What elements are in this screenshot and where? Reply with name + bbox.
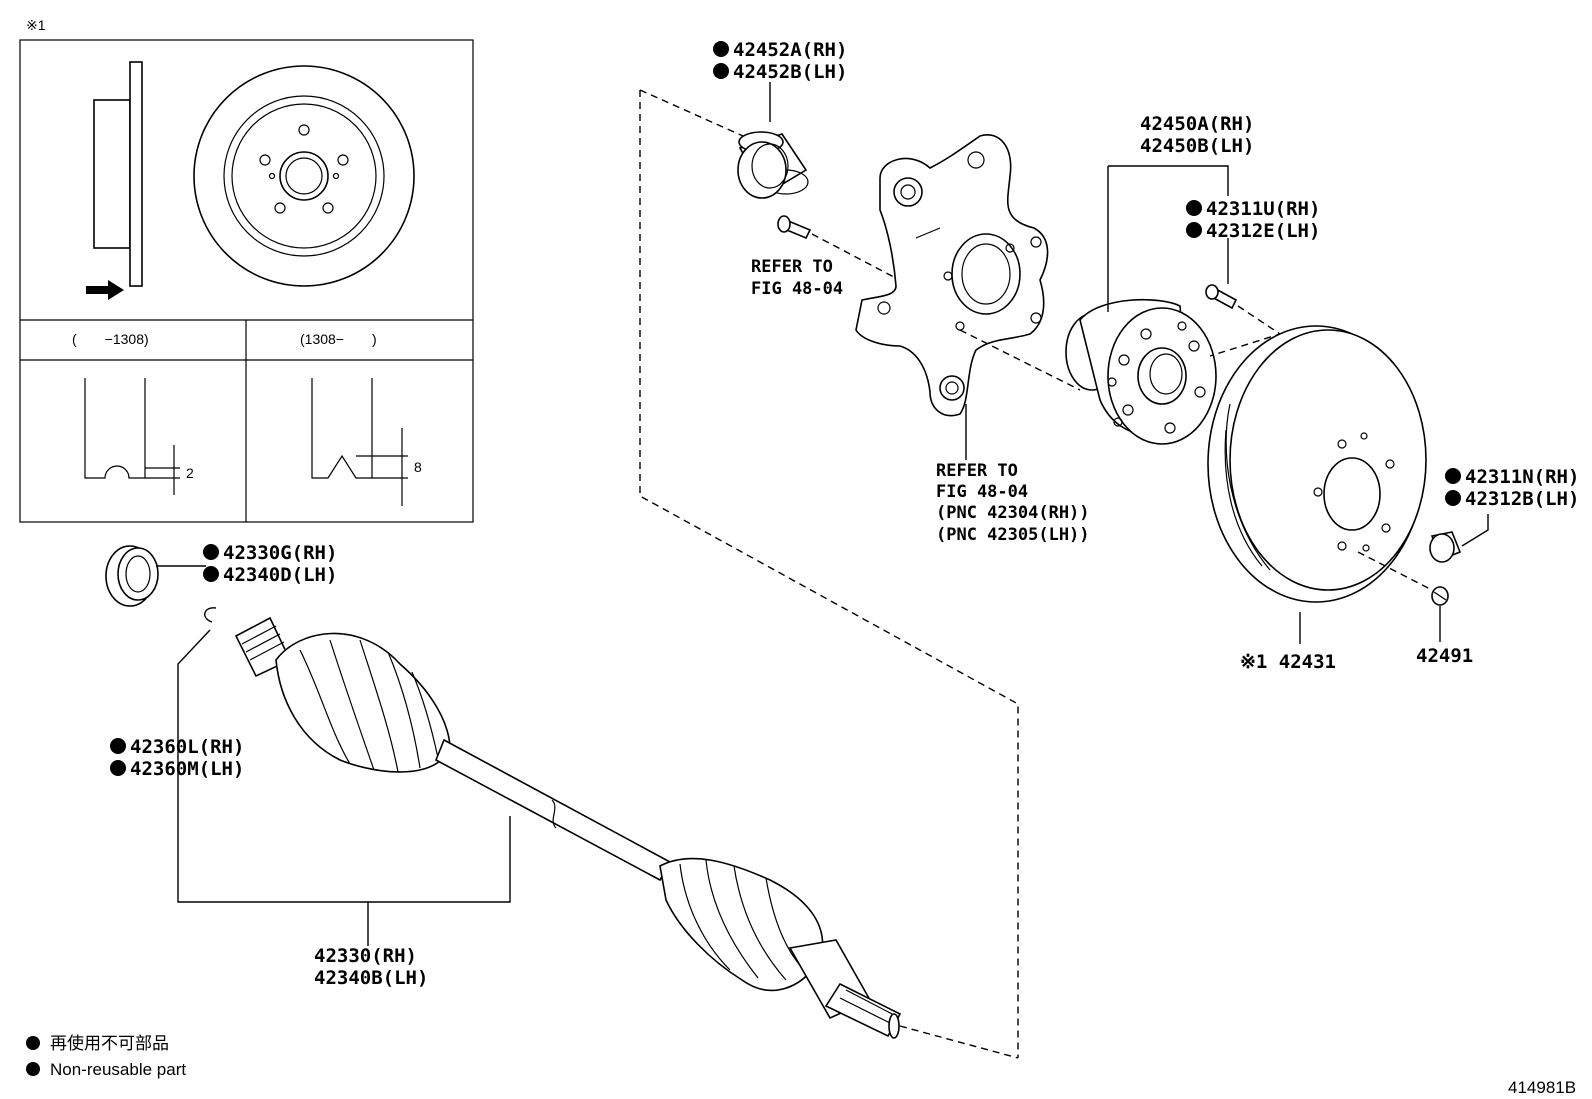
label-42340b-lh: 42340B(LH)	[314, 967, 428, 989]
legend-en: Non-reusable part	[50, 1060, 186, 1079]
label-42452-lh: 42452B(LH)	[733, 61, 847, 83]
inset-dim-right: 8	[414, 459, 422, 475]
inset-range-right: (1308− )	[300, 331, 377, 347]
refer-knuckle-line3: (PNC 42304(RH))	[936, 503, 1090, 523]
label-42340d-lh: 42340D(LH)	[223, 564, 337, 586]
inset-range-left: ( −1308)	[72, 331, 149, 347]
snap-ring	[204, 607, 217, 623]
label-42311u-rh: 42311U(RH)	[1206, 198, 1320, 220]
label-42312e-lh: 42312E(LH)	[1206, 220, 1320, 242]
hub-bearing	[1065, 298, 1217, 445]
label-42311n-rh: 42311N(RH)	[1465, 466, 1579, 488]
legend-dot-icon	[26, 1036, 40, 1050]
assembly-boundary	[639, 90, 1019, 1058]
label-42450-lh: 42450B(LH)	[1140, 135, 1254, 157]
inset-marker: ※1	[26, 17, 46, 33]
hub-bolt	[1205, 284, 1238, 310]
legend-dot-icon	[26, 1062, 40, 1076]
inner-race-ring	[105, 545, 159, 607]
label-42330g-rh: 42330G(RH)	[223, 542, 337, 564]
label-42450-rh: 42450A(RH)	[1140, 113, 1254, 135]
dust-deflector	[737, 131, 809, 199]
refer-knuckle-line4: (PNC 42305(LH))	[936, 525, 1090, 545]
steering-knuckle	[855, 134, 1049, 417]
figure-id: 414981B	[1508, 1078, 1576, 1097]
rotor-side-view	[86, 61, 143, 300]
refer-bolt	[777, 215, 812, 240]
label-42491: 42491	[1416, 645, 1473, 667]
refer-knuckle-line1: REFER TO	[936, 461, 1018, 481]
inset-detail-left: 2	[84, 378, 194, 495]
label-42360l-rh: 42360L(RH)	[130, 736, 244, 758]
refer-knuckle-line2: FIG 48-04	[936, 482, 1028, 502]
inset-dim-left: 2	[186, 465, 194, 481]
refer-bolt-line1: REFER TO	[751, 257, 833, 277]
legend-jp: 再使用不可部品	[50, 1033, 169, 1053]
legend: 再使用不可部品 Non-reusable part	[26, 1033, 186, 1079]
drive-shaft	[234, 616, 902, 1039]
hub-nut	[1429, 531, 1462, 563]
rotor-front-view	[193, 65, 415, 287]
label-42330-rh: 42330(RH)	[314, 945, 417, 967]
inset-panel: ※1 ( −1308) (1308− )	[19, 17, 474, 523]
label-42360m-lh: 42360M(LH)	[130, 758, 244, 780]
label-42452-rh: 42452A(RH)	[733, 39, 847, 61]
inset-detail-right: 8	[311, 378, 422, 506]
arrow-icon	[86, 280, 124, 300]
rotor-set-screw	[1431, 586, 1449, 606]
label-42312b-lh: 42312B(LH)	[1465, 488, 1579, 510]
refer-bolt-line2: FIG 48-04	[751, 279, 843, 299]
label-42431: ※1 42431	[1240, 651, 1336, 673]
disc-rotor	[1207, 325, 1427, 603]
